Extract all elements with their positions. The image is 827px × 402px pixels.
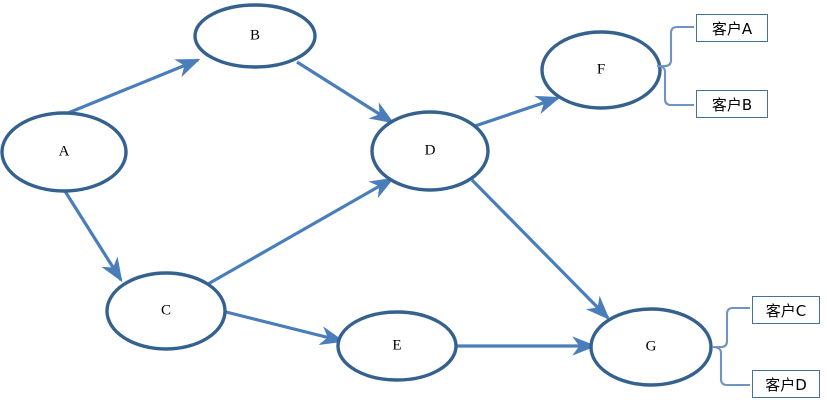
edge-a-b [67, 58, 201, 115]
node-e[interactable] [336, 310, 458, 382]
brace-f [656, 25, 694, 107]
node-d[interactable] [370, 110, 490, 192]
edge-c-d [207, 177, 395, 286]
edge-d-g [470, 178, 610, 320]
customer-box-b[interactable]: 客户B [696, 90, 768, 118]
brace-g [711, 306, 750, 387]
braces-group [656, 25, 750, 387]
node-g[interactable] [589, 307, 713, 387]
edge-c-e [221, 309, 345, 346]
edge-b-d [296, 60, 395, 124]
customer-box-d[interactable]: 客户D [752, 370, 820, 398]
edge-d-f [471, 95, 561, 129]
customer-box-c[interactable]: 客户C [752, 296, 820, 324]
node-c[interactable] [105, 271, 227, 351]
node-b[interactable] [193, 3, 317, 69]
nodes-group [0, 3, 713, 387]
edges-group [61, 58, 610, 356]
customer-box-a[interactable]: 客户A [696, 14, 768, 42]
node-f[interactable] [540, 30, 662, 110]
edge-a-c [61, 187, 123, 283]
node-a[interactable] [0, 111, 128, 193]
